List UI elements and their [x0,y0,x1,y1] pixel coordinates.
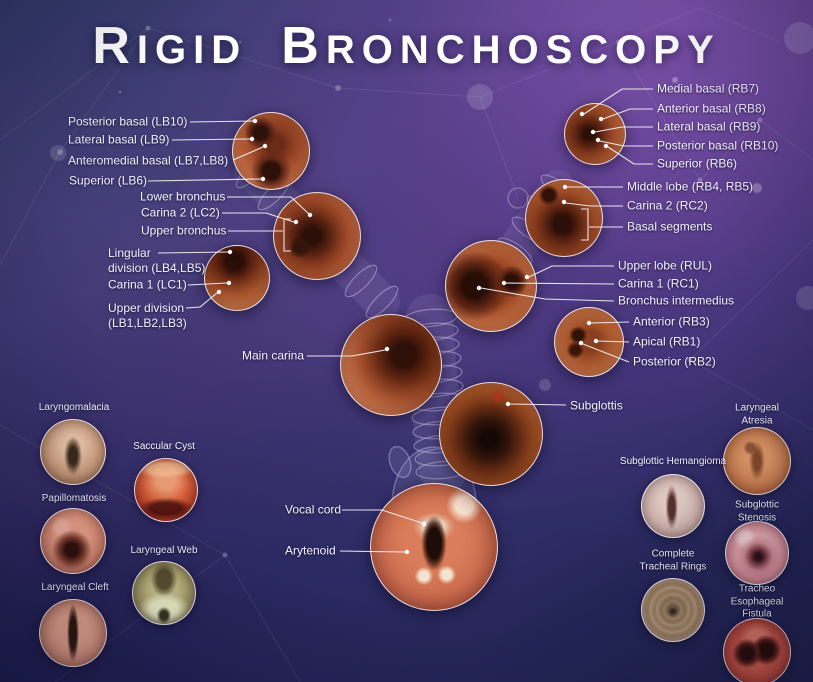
label-saccular-cyst: Saccular Cyst [133,440,195,452]
label-laryngeal-atresia: Laryngeal Atresia [735,402,779,427]
pathology-view-complete-tracheal-rings [641,578,705,642]
label-lingular-division: Lingular division (LB4,LB5) [108,246,206,275]
endoscopic-view-left-upper-division [204,245,270,311]
label-superior-rb6: Superior (RB6) [657,156,738,171]
label-main-carina: Main carina [242,348,305,363]
endoscopic-view-left-carina-2 [273,192,361,280]
pathology-view-subglottic-stenosis [725,521,789,585]
endoscopic-view-larynx [370,483,498,611]
pathology-view-laryngomalacia [40,419,106,485]
label-upper-bronchus: Upper bronchus [141,223,227,238]
label-posterior-basal-rb10: Posterior basal (RB10) [657,138,779,153]
label-carina-2-lc2: Carina 2 (LC2) [141,205,220,220]
label-apical-rb1: Apical (RB1) [633,334,701,349]
label-posterior-basal-lb10: Posterior basal (LB10) [68,114,188,129]
basal-segments-bracket [581,208,589,241]
label-vocal-cord: Vocal cord [285,502,342,517]
label-middle-lobe: Middle lobe (RB4, RB5) [627,179,754,194]
pathology-view-laryngeal-atresia [723,427,791,495]
pathology-view-tracheo-esophageal-fistula [723,618,791,682]
upper-bronchus-bracket [283,218,291,252]
label-arytenoid: Arytenoid [285,543,336,558]
label-basal-segments: Basal segments [627,219,713,234]
endoscopic-view-main-carina [340,314,442,416]
title-word: Bronchoscopy [281,17,721,75]
title-word: Rigid [92,17,248,75]
label-superior-lb6: Superior (LB6) [69,173,148,188]
label-bronchus-intermedius: Bronchus intermedius [618,293,735,308]
label-anteromedial-basal: Anteromedial basal (LB7,LB8) [68,153,229,168]
label-subglottic-hemangioma: Subglottic Hemangioma [619,455,727,467]
endoscopic-view-subglottis [439,382,543,486]
label-carina-2-rc2: Carina 2 (RC2) [627,198,708,213]
label-lower-bronchus: Lower bronchus [140,189,226,204]
label-carina-1-lc1: Carina 1 (LC1) [108,277,187,292]
page-title: Rigid Bronchoscopy [0,16,813,76]
label-laryngeal-cleft: Laryngeal Cleft [41,581,109,593]
label-medial-basal-rb7: Medial basal (RB7) [657,81,760,96]
endoscopic-view-right-carina-2 [525,179,603,257]
label-papillomatosis: Papillomatosis [41,492,107,504]
endoscopic-view-left-basal-segments [232,112,310,190]
label-lateral-basal-rb9: Lateral basal (RB9) [657,119,761,134]
label-tracheo-esophageal-fistula: Tracheo Esophageal Fistula [730,583,784,620]
pathology-view-laryngeal-web [132,561,196,625]
label-laryngomalacia: Laryngomalacia [38,401,110,413]
label-subglottic-stenosis: Subglottic Stenosis [735,499,779,524]
label-complete-tracheal-rings: Complete Tracheal Rings [639,548,707,573]
label-upper-division: Upper division (LB1,LB2,LB3) [108,301,187,330]
label-upper-lobe-rul: Upper lobe (RUL) [618,258,713,273]
pathology-view-subglottic-hemangioma [641,474,705,538]
endoscopic-view-right-basal-segments [564,103,626,165]
label-anterior-rb3: Anterior (RB3) [633,314,710,329]
label-subglottis: Subglottis [570,398,623,413]
pathology-view-saccular-cyst [134,458,198,522]
label-lateral-basal-lb9: Lateral basal (LB9) [68,132,170,147]
label-posterior-rb2: Posterior (RB2) [633,354,716,369]
endoscopic-view-right-upper-lobe [445,240,537,332]
label-carina-1-rc1: Carina 1 (RC1) [618,276,699,291]
pathology-view-laryngeal-cleft [39,599,107,667]
label-anterior-basal-rb8: Anterior basal (RB8) [657,101,766,116]
label-laryngeal-web: Laryngeal Web [130,544,198,556]
pathology-view-papillomatosis [40,508,106,574]
